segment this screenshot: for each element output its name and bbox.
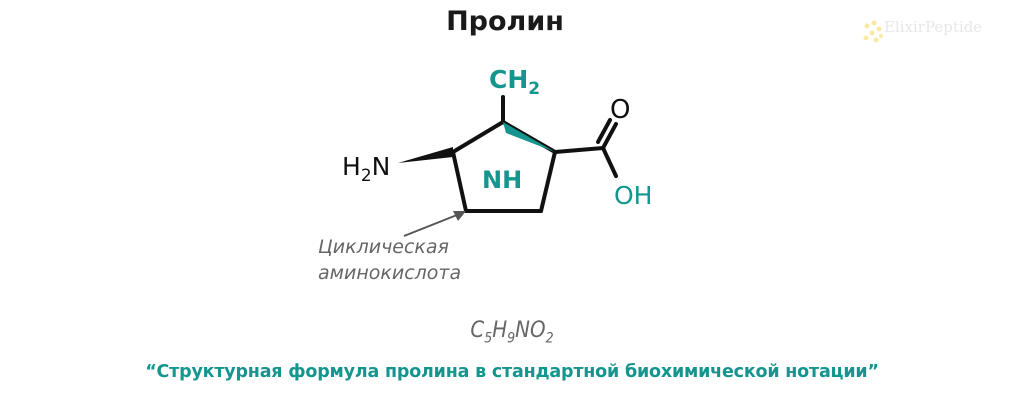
molecule-logo-icon bbox=[863, 20, 883, 43]
bond-right-bottomright bbox=[539, 150, 557, 213]
molecular-formula: C5H9NO2 bbox=[470, 318, 554, 347]
arrow-head-icon bbox=[453, 211, 466, 221]
ch2-label: CH2 bbox=[489, 65, 540, 99]
annotation-line-2: аминокислота bbox=[318, 262, 461, 284]
page-title: Пролин bbox=[446, 6, 564, 37]
annotation-line-1: Циклическая bbox=[318, 236, 449, 258]
bond-c-o-double-1 bbox=[601, 122, 618, 150]
wedge-bond-amine bbox=[398, 147, 453, 163]
wedge-bond-teal bbox=[503, 122, 555, 152]
bond-c-oh bbox=[601, 146, 618, 178]
ring-nh-label: NH bbox=[482, 166, 522, 194]
logo-brand: ElixirPeptide bbox=[884, 18, 983, 36]
hydroxyl-label: OH bbox=[614, 181, 652, 210]
caption: “Структурная формула пролина в стандартн… bbox=[145, 362, 879, 382]
bond-top-left bbox=[451, 120, 505, 154]
amine-label: H2N bbox=[342, 152, 390, 186]
logo-watermark: ElixirPeptide bbox=[862, 18, 1007, 48]
bond-c-o-double-2 bbox=[596, 118, 612, 144]
carbonyl-o-label: O bbox=[610, 95, 630, 125]
annotation-arrow bbox=[403, 212, 463, 237]
bond-ring-carboxyl bbox=[553, 146, 605, 154]
bond-bottomleft-left bbox=[451, 150, 468, 213]
